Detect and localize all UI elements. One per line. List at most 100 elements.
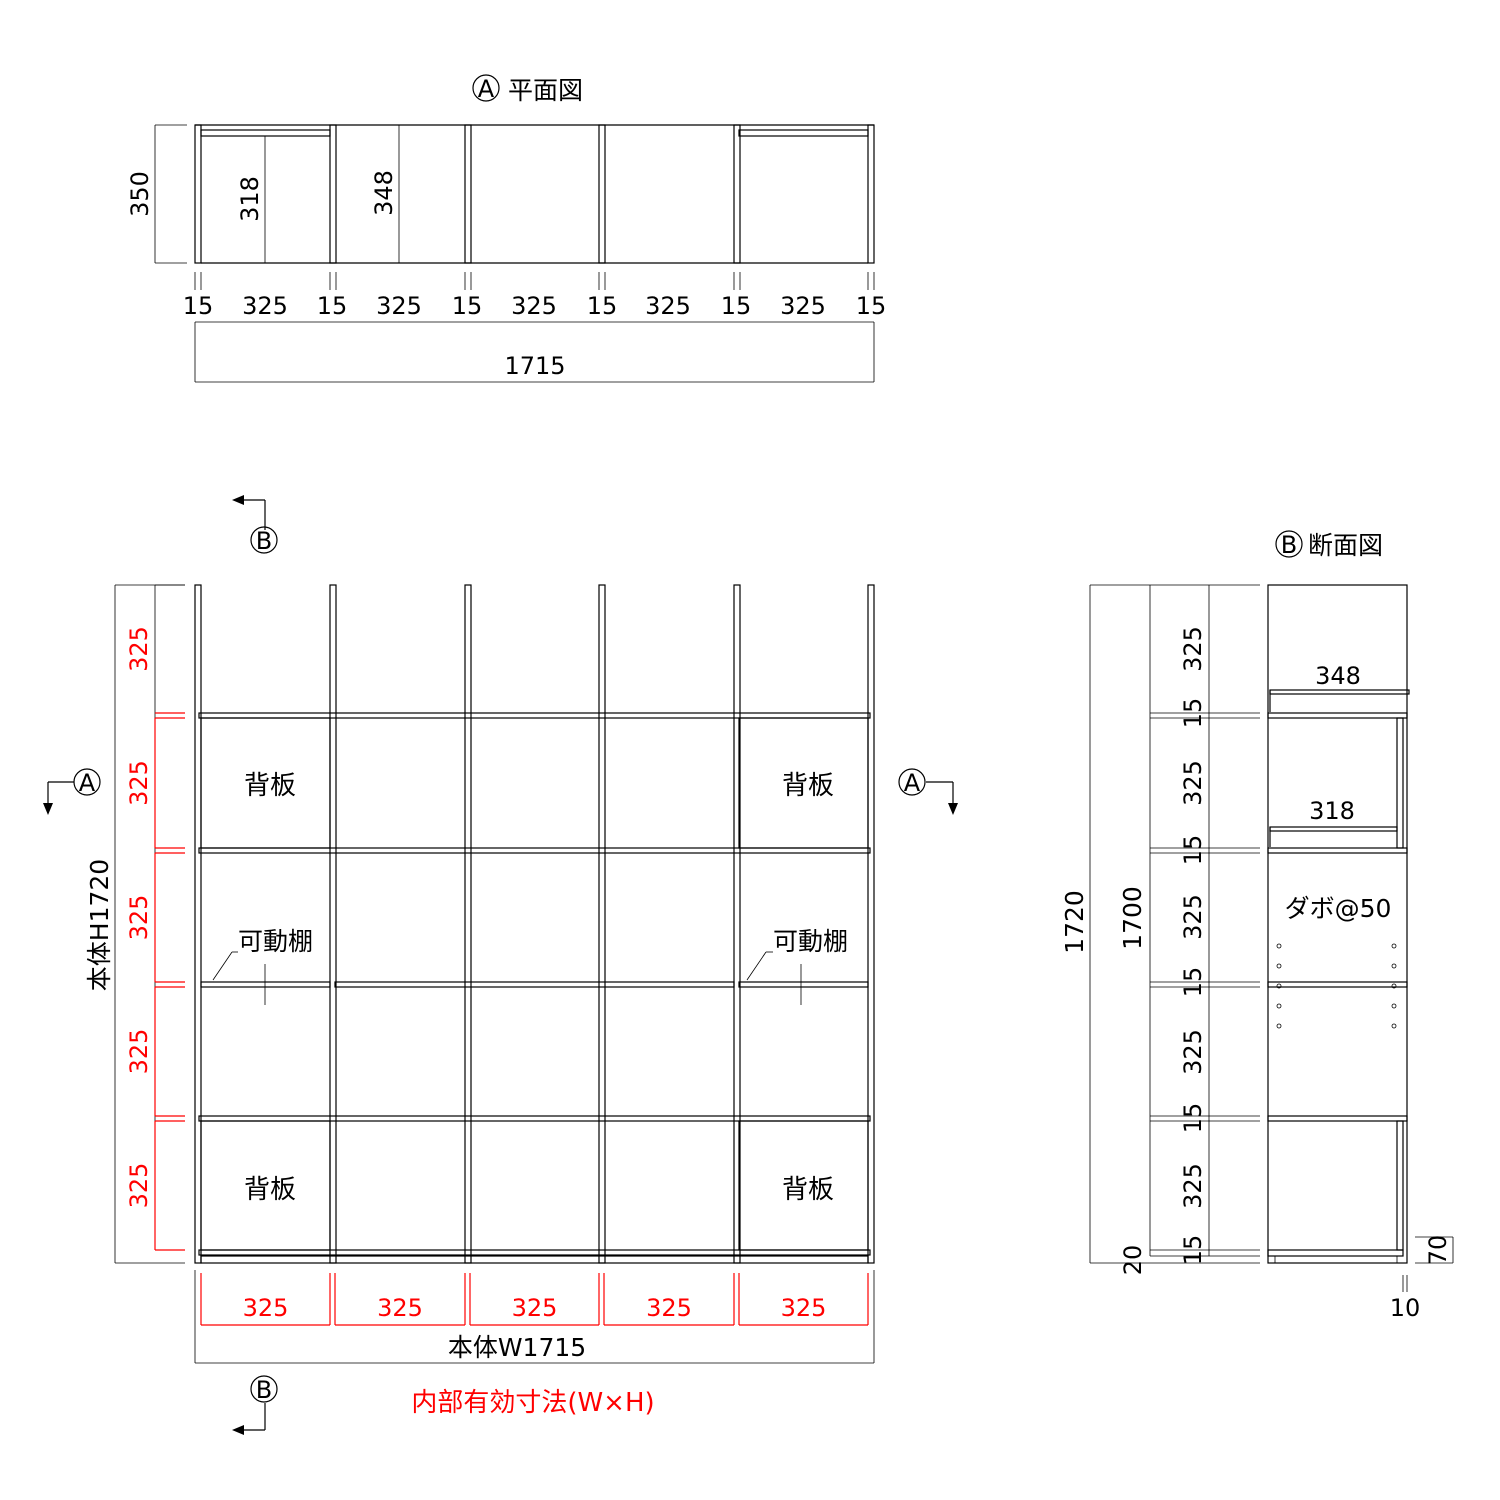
shelf-top-line [1269,689,1410,695]
dowel-hole-icon [1276,963,1282,969]
plan-inner-depth: 348 [370,170,398,216]
plan-width-value: 325 [645,292,691,320]
back-panel-label: 背板 [244,771,296,801]
inner-height-value: 325 [125,626,153,672]
body-height-label: 本体H1720 [85,859,114,991]
section-shelf [1267,847,1408,854]
movable-shelf [738,981,869,988]
inner-width-value: 325 [781,1294,827,1322]
dowel-hole-icon [1391,983,1397,989]
plan-marker-right: A [898,768,926,797]
section-stack-value: 325 [1179,1029,1207,1075]
section-stack-value: 325 [1179,894,1207,940]
svg-text:B: B [256,1376,272,1404]
dowel-hole-icon [1276,1003,1282,1009]
plan-width-value: 15 [721,292,752,320]
leader-line [746,951,767,981]
side-panel [194,584,202,1264]
section-stack-value: 15 [1179,1235,1207,1266]
plan-marker: A [478,75,495,103]
svg-text:A: A [79,769,96,797]
section-outline [1267,584,1408,1264]
plinth [200,1255,869,1264]
inner-height-value: 325 [125,1163,153,1209]
dowel-hole-icon [1276,983,1282,989]
section-shelf [1267,981,1408,988]
plan-width-value: 325 [780,292,826,320]
plan-title: 平面図 [508,76,583,105]
arrow-head-icon [43,803,53,815]
plan-width-value: 15 [856,292,887,320]
dowel-hole-icon [1391,1003,1397,1009]
shelf [334,981,735,988]
shelf-depth-back: 318 [1309,797,1355,825]
movable-shelf-label: 可動棚 [238,927,313,956]
inner-height-value: 325 [125,895,153,941]
plan-width-value: 325 [242,292,288,320]
section-shelf [1267,1115,1408,1122]
inner-height-value: 325 [125,760,153,806]
section-stack-value: 15 [1179,698,1207,729]
shelf-back-line [1269,826,1398,832]
side-panel [464,584,472,1264]
section-stack-value: 15 [1179,1103,1207,1134]
back-panel-label: 背板 [782,771,834,801]
svg-text:B: B [1281,531,1297,559]
dowel-hole-icon [1391,963,1397,969]
section-stack-value: 15 [1179,967,1207,998]
marker-circle-icon [472,74,500,102]
plan-side-panel [598,124,606,264]
back-panel [200,1120,331,1251]
dowel-hole-icon [1391,1023,1397,1029]
plan-width-value: 15 [317,292,348,320]
gap-dimension: 10 [1390,1294,1421,1322]
shelf-depth-top: 348 [1315,662,1361,690]
movable-shelf-label: 可動棚 [773,927,848,956]
plan-inner-depth-back: 318 [236,176,264,222]
section-marker-top: B [250,526,278,555]
inner-width-value: 325 [512,1294,558,1322]
back-panel [738,717,869,849]
svg-text:A: A [904,769,921,797]
section-shelf [1267,712,1408,719]
svg-text:B: B [256,527,272,555]
section-stack-value: 15 [1179,835,1207,866]
inner-width-value: 325 [377,1294,423,1322]
inner-width-value: 325 [646,1294,692,1322]
plan-side-panel [329,124,337,264]
plan-view-title: A 平面図 [472,74,583,105]
inner-height-value: 325 [125,1029,153,1075]
dowel-hole-icon [1276,943,1282,949]
section-body-height: 1700 [1118,886,1147,950]
plan-depth: 350 [126,171,154,217]
plan-back-panel [738,129,869,137]
side-panel [867,584,875,1264]
plinth-height: 70 [1424,1235,1452,1266]
body-width-label: 本体W1715 [448,1333,586,1362]
back-panel-label: 背板 [244,1175,296,1205]
fixed-shelf [198,1249,871,1256]
inner-dimension-note: 内部有効寸法(W×H) [411,1388,654,1418]
section-bottom [1267,1249,1404,1257]
fixed-shelf [198,1115,871,1122]
plan-side-panel [194,124,202,264]
arrow-head-icon [232,1425,244,1435]
leader-line [212,951,233,981]
fixed-shelf [198,847,871,854]
dowel-hole-icon [1276,1023,1282,1029]
plan-side-panel [867,124,875,264]
section-stack-value: 325 [1179,626,1207,672]
back-panel [200,717,331,849]
section-stack-value: 325 [1179,1163,1207,1209]
movable-shelf [200,981,331,988]
plan-width-value: 325 [376,292,422,320]
plan-width-value: 325 [511,292,557,320]
section-view-title: B 断面図 [1275,530,1383,560]
plan-side-panel [733,124,741,264]
section-total-height: 1720 [1060,890,1089,954]
